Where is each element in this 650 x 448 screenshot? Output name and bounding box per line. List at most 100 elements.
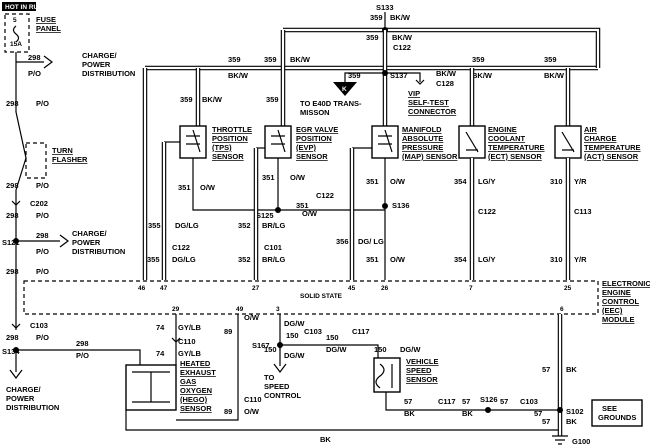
wire-89 xyxy=(176,314,239,421)
charge-top-line2: POWER xyxy=(82,60,111,69)
w351-map-low-color: O/W xyxy=(390,255,406,264)
pin-26: 26 xyxy=(381,285,389,292)
w150-top-color: DG/W xyxy=(284,319,305,328)
w351-tps-num: 351 xyxy=(178,183,191,192)
wire-150-vss xyxy=(280,344,379,360)
w74-color: GY/LB xyxy=(178,323,202,332)
charge-mid-line3: DISTRIBUTION xyxy=(72,247,125,256)
vip-wire-color: BK/W xyxy=(436,69,457,78)
fuse-panel-box xyxy=(4,13,30,53)
fuse-panel-label-line2: PANEL xyxy=(36,24,61,33)
w89-num-low: 89 xyxy=(224,407,232,416)
c122-mid-label: C122 xyxy=(316,191,334,200)
c103-left-mark xyxy=(11,323,21,329)
w359-e40d-num: 359 xyxy=(348,71,361,80)
w150-vss-num: 150 xyxy=(326,333,339,342)
w57-right-num2: 57 xyxy=(534,409,542,418)
turn-flasher-line1: TURN xyxy=(52,146,73,155)
w352-color: BR/LG xyxy=(262,221,285,230)
w351-evp-num: 351 xyxy=(262,173,275,182)
splice-s136 xyxy=(382,203,388,209)
w57-mid-num: 57 xyxy=(462,397,470,406)
w89-color-low: O/W xyxy=(244,407,260,416)
turn-flasher-line2: FLASHER xyxy=(52,155,88,164)
w74-num: 74 xyxy=(156,323,165,332)
w150-top-num: 150 xyxy=(286,331,299,340)
tps-sensor xyxy=(179,125,207,159)
w57-ground-color: BK xyxy=(566,365,577,374)
bus-359-color-b: BK/W xyxy=(290,55,311,64)
act-sensor xyxy=(554,125,582,159)
w359-tps-num: 359 xyxy=(180,95,193,104)
eec-module-box xyxy=(23,280,599,315)
bus-359-num-c: 359 xyxy=(472,55,485,64)
hot-in-run-label: HOT IN RUN xyxy=(5,4,43,11)
see-grounds-box[interactable] xyxy=(591,399,643,427)
w351-bus-num: 351 xyxy=(296,201,309,210)
w89-num: 89 xyxy=(224,327,232,336)
s102-label: S102 xyxy=(566,407,584,416)
w359-map-color: BK/W xyxy=(392,33,413,42)
w355-color: DG/LG xyxy=(175,221,199,230)
s133-wire-num: 359 xyxy=(370,13,383,22)
wire-57-vss xyxy=(385,392,560,411)
fuse-panel-label-line1: FUSE xyxy=(36,15,56,24)
w351-map-low-num: 351 xyxy=(366,255,379,264)
w150-speed-num: 150 xyxy=(264,345,277,354)
evp-sensor xyxy=(264,125,292,159)
c110-mark xyxy=(171,337,181,343)
w57-vss-color: BK xyxy=(404,409,415,418)
s121-label: S121 xyxy=(2,238,20,247)
c113-label: C113 xyxy=(574,207,592,216)
w57-right-num: 57 xyxy=(500,397,508,406)
splice-s126 xyxy=(485,407,491,413)
pin-6: 6 xyxy=(560,306,564,313)
w57-ground-color-low: BK xyxy=(566,417,577,426)
turn-flasher-box xyxy=(25,142,47,179)
charge-bottom-line2: POWER xyxy=(6,394,35,403)
c110-bottom-label: C110 xyxy=(244,395,262,404)
s136-label: S136 xyxy=(392,201,410,210)
w57-ground-num: 57 xyxy=(542,365,550,374)
bus-359-num-b: 359 xyxy=(264,55,277,64)
pin-3: 3 xyxy=(276,306,280,313)
w150-speed-color: DG/W xyxy=(284,351,305,360)
c128-mark xyxy=(415,79,425,85)
wire-298-low-color: P/O xyxy=(36,267,49,276)
bus-359-color-c: BK/W xyxy=(472,71,493,80)
fuse-rating: 15A xyxy=(10,41,22,48)
w57-ground-num-low: 57 xyxy=(542,417,550,426)
charge-bottom-line3: DISTRIBUTION xyxy=(6,403,59,412)
w57-mid-color: BK xyxy=(462,409,473,418)
pin-46: 46 xyxy=(138,285,146,292)
ground-symbol-icon xyxy=(552,435,568,445)
w355-num-low: 355 xyxy=(147,255,160,264)
c117-top-label: C117 xyxy=(352,327,370,336)
wire-298-top-num: 298 xyxy=(28,53,41,62)
w352-num-low: 352 xyxy=(238,255,251,264)
c122-ect-label: C122 xyxy=(478,207,496,216)
w310-num-low: 310 xyxy=(550,255,563,264)
wire-57-ground-bus xyxy=(125,410,560,431)
e40d-label: TO E40D TRANS-MISSON xyxy=(300,99,362,117)
wire-298-c202-num: 298 xyxy=(6,211,19,220)
charge-mid-line1: CHARGE/ xyxy=(72,229,108,238)
pin-49: 49 xyxy=(236,306,244,313)
ect-sensor xyxy=(458,125,486,159)
w354-num-low: 354 xyxy=(454,255,467,264)
c101-label: C101 xyxy=(264,243,282,252)
w351-map-num: 351 xyxy=(366,177,379,186)
w150-vss-num2: 150 xyxy=(374,345,387,354)
map-sensor xyxy=(371,125,399,159)
w74-num-low: 74 xyxy=(156,349,165,358)
wire-298-s121-num: 298 xyxy=(36,231,49,240)
wire-e40d xyxy=(344,72,385,82)
